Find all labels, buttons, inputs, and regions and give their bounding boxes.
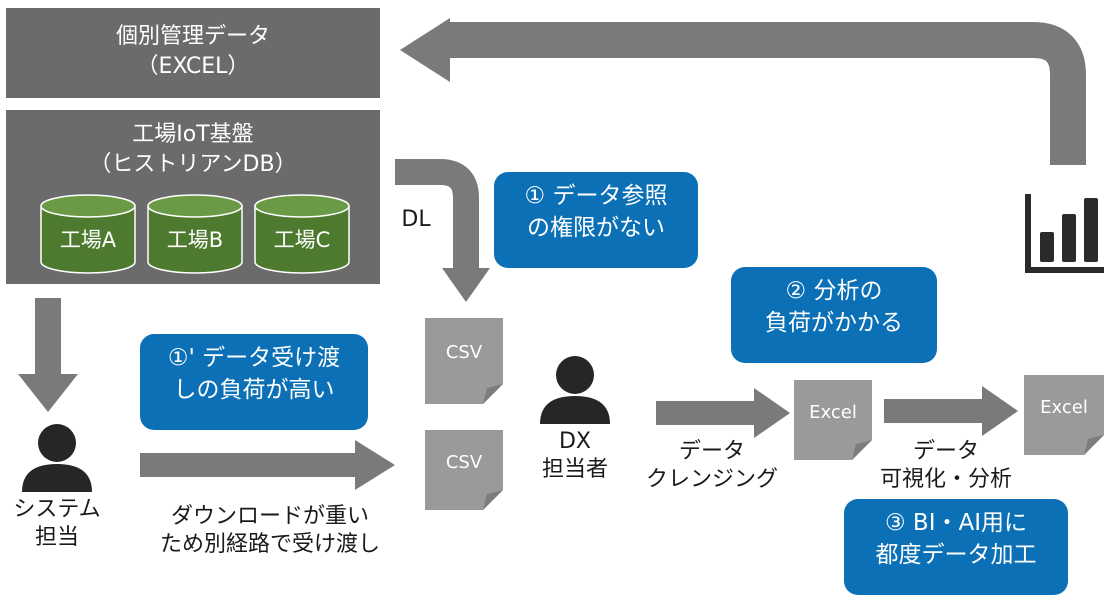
download-text: ダウンロードが重い ため別経路で受け渡し [140, 503, 400, 559]
document-icon [1024, 375, 1104, 455]
cleansing-line2: クレンジング [645, 467, 778, 492]
callout3-line2: 都度データ加工 [875, 542, 1037, 568]
dx-person-line2: 担当者 [541, 457, 608, 482]
document-icon [794, 380, 872, 460]
callout1b-line1: ①' データ受け渡 [167, 345, 341, 371]
callout2-line1: ② 分析の [785, 278, 883, 304]
callout1b-line2: しの負荷が高い [173, 377, 335, 403]
dl-label: DL [401, 207, 431, 232]
system-person-line2: 担当 [34, 525, 79, 550]
csv-document-bottom: CSV [425, 430, 503, 510]
iot-box-line1: 工場IoT基盤 [132, 122, 254, 147]
dx-person-label: DX 担当者 [530, 428, 620, 484]
download-line1: ダウンロードが重い [170, 504, 369, 529]
csv-top-label: CSV [445, 342, 483, 363]
dl-arrow [395, 159, 479, 270]
iot-box-line2: （ヒストリアンDB） [89, 152, 297, 177]
csv-bottom-label: CSV [445, 452, 483, 473]
bar-chart-icon [1025, 194, 1104, 273]
cylinder-icon [254, 194, 350, 274]
excel-box-line1: 個別管理データ [115, 24, 270, 49]
excel-document-2: Excel [1024, 375, 1104, 455]
document-icon [425, 430, 503, 510]
excel-data-box: 個別管理データ （EXCEL） [6, 8, 380, 98]
down-arrow-head [18, 374, 78, 412]
cleansing-line1: データ [678, 439, 745, 464]
callout1-line2: の権限がない [527, 215, 665, 241]
document-icon [425, 318, 503, 404]
system-person-label: システム 担当 [2, 496, 112, 552]
excel-box-line2: （EXCEL） [136, 54, 250, 79]
cylinder-icon [40, 194, 136, 274]
excel-document-1: Excel [794, 380, 872, 460]
excel-doc2-label: Excel [1040, 397, 1088, 418]
dx-person-icon [540, 356, 610, 424]
callout3-line1: ③ BI・AI用に [884, 510, 1027, 536]
factory-b-label: 工場B [166, 228, 224, 252]
callout1-line1: ① データ参照 [524, 183, 668, 209]
feedback-arrow [448, 22, 1086, 165]
callout-no-access: ① データ参照 の権限がない [494, 172, 698, 268]
download-line2: ため別経路で受け渡し [159, 532, 380, 557]
cleansing-arrow-shaft [656, 401, 756, 425]
handover-arrow-head [355, 440, 395, 490]
visualize-line2: 可視化・分析 [879, 467, 1012, 492]
callout-data-processing: ③ BI・AI用に 都度データ加工 [844, 499, 1068, 595]
cylinder-icon [147, 194, 243, 274]
csv-document-top: CSV [425, 318, 503, 404]
excel-doc1-label: Excel [809, 402, 857, 423]
visualize-text: データ 可視化・分析 [856, 438, 1036, 494]
factory-a-cylinder: 工場A [40, 194, 136, 274]
callout-analysis-burden: ② 分析の 負荷がかかる [731, 267, 937, 363]
handover-arrow-shaft [140, 453, 358, 477]
cleansing-text: データ クレンジング [632, 438, 792, 494]
visualize-arrow-shaft [884, 399, 984, 423]
visualize-arrow-head [982, 386, 1018, 436]
dx-person-line1: DX [558, 429, 591, 454]
dl-arrowhead [442, 268, 490, 302]
down-arrow-shaft [35, 298, 61, 376]
factory-b-cylinder: 工場B [147, 194, 243, 274]
system-person-line1: システム [13, 497, 101, 522]
feedback-arrowhead [400, 18, 450, 82]
factory-c-label: 工場C [273, 228, 331, 252]
factory-c-cylinder: 工場C [254, 194, 350, 274]
system-person-icon [22, 424, 92, 492]
callout2-line2: 負荷がかかる [765, 310, 903, 336]
visualize-line1: データ [912, 439, 979, 464]
callout-handover-burden: ①' データ受け渡 しの負荷が高い [140, 334, 368, 430]
cleansing-arrow-head [754, 388, 790, 438]
factory-a-label: 工場A [59, 228, 117, 252]
